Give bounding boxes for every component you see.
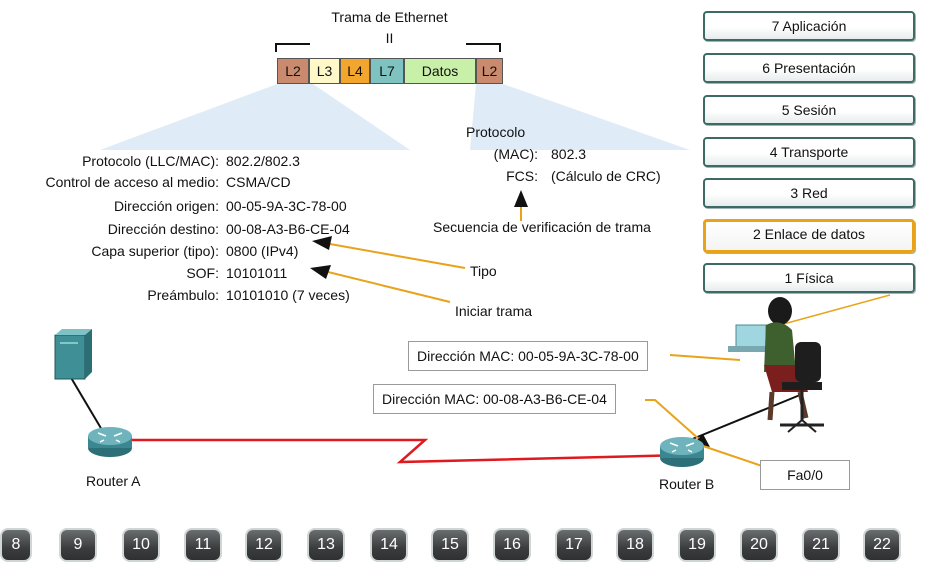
- page-button-11[interactable]: 11: [184, 528, 222, 562]
- field-key: Preámbulo:: [147, 287, 219, 303]
- osi-layer-6[interactable]: 6 Presentación: [703, 53, 915, 83]
- page-button-20[interactable]: 20: [740, 528, 778, 562]
- page-button-10[interactable]: 10: [122, 528, 160, 562]
- fcs-caption: Secuencia de verificación de trama: [433, 219, 651, 235]
- router-a-icon: [88, 427, 132, 457]
- tipo-pointer: [329, 243, 466, 269]
- osi-layer-3[interactable]: 3 Red: [703, 178, 915, 208]
- field-key: Protocolo (LLC/MAC):: [82, 153, 219, 169]
- pc-mac-label: Dirección MAC: 00-05-9A-3C-78-00: [408, 341, 648, 371]
- osi-layer-5[interactable]: 5 Sesión: [703, 95, 915, 125]
- field-key: Control de acceso al medio:: [45, 174, 219, 190]
- page-button-9[interactable]: 9: [59, 528, 97, 562]
- tipo-annotation: Tipo: [470, 263, 497, 279]
- server-icon: [54, 329, 92, 380]
- frame-bracket-right: [466, 43, 501, 52]
- osi-layer-4[interactable]: 4 Transporte: [703, 137, 915, 167]
- frame-cell-l2-trailer: L2: [476, 58, 503, 84]
- trailer-mac-key: (MAC):: [493, 146, 538, 162]
- page-button-22[interactable]: 22: [863, 528, 901, 562]
- osi-layer-2-active[interactable]: 2 Enlace de datos: [703, 219, 915, 253]
- frame-cell-datos: Datos: [404, 58, 476, 84]
- page-button-16[interactable]: 16: [493, 528, 531, 562]
- iniciar-pointer: [327, 271, 451, 303]
- field-key: SOF:: [186, 265, 219, 281]
- field-key: Dirección origen:: [113, 198, 219, 214]
- field-key: Dirección destino:: [107, 221, 219, 237]
- page-button-14[interactable]: 14: [370, 528, 408, 562]
- osi-layer-1[interactable]: 1 Física: [703, 263, 915, 293]
- tipo-arrowhead: [312, 236, 332, 250]
- router-b-icon: [660, 437, 704, 467]
- field-key: Capa superior (tipo):: [91, 243, 219, 259]
- fcs-trailer-beam: [470, 84, 690, 150]
- frame-bracket-left: [275, 43, 310, 52]
- wan-serial-link: [110, 438, 686, 464]
- router-b-mac-pointer: [645, 399, 701, 441]
- field-value: 00-05-9A-3C-78-00: [226, 198, 347, 214]
- router-b-mac-label: Dirección MAC: 00-08-A3-B6-CE-04: [373, 384, 616, 414]
- l2-header-beam: [100, 84, 410, 150]
- field-value: CSMA/CD: [226, 174, 291, 190]
- frame-cell-l2-header: L2: [277, 58, 309, 84]
- trailer-mac-value: 802.3: [551, 146, 587, 162]
- field-value: 0800 (IPv4): [226, 243, 299, 259]
- router-b-to-pc-cable: [689, 394, 801, 441]
- page-button-13[interactable]: 13: [307, 528, 345, 562]
- router-b-label: Router B: [659, 476, 715, 492]
- trailer-fcs-value: (Cálculo de CRC): [551, 168, 661, 184]
- field-value: 10101010 (7 veces): [226, 287, 350, 303]
- page-button-19[interactable]: 19: [678, 528, 716, 562]
- frame-title-ii: II: [385, 30, 394, 46]
- pc-mac-pointer: [669, 354, 741, 361]
- trailer-protocol-label: Protocolo: [466, 124, 526, 140]
- field-value: 802.2/802.3: [226, 153, 300, 169]
- trailer-fcs-key: FCS:: [506, 168, 538, 184]
- page-button-15[interactable]: 15: [431, 528, 469, 562]
- router-a-label: Router A: [86, 473, 141, 489]
- frame-cell-l4: L4: [340, 58, 370, 84]
- page-button-18[interactable]: 18: [616, 528, 654, 562]
- page-button-12[interactable]: 12: [245, 528, 283, 562]
- iniciar-arrowhead: [310, 265, 331, 279]
- fa0-interface-label: Fa0/0: [760, 460, 850, 490]
- frame-cell-l3: L3: [309, 58, 340, 84]
- fcs-arrowhead: [514, 190, 528, 207]
- osi-to-pc-line: [779, 294, 891, 326]
- server-to-router-a-cable: [69, 375, 106, 436]
- user-at-pc-icon: [728, 297, 824, 433]
- frame-title: Trama de Ethernet: [331, 9, 448, 25]
- iniciar-trama-annotation: Iniciar trama: [455, 303, 533, 319]
- page-button-21[interactable]: 21: [802, 528, 840, 562]
- field-value: 00-08-A3-B6-CE-04: [226, 221, 350, 237]
- field-value: 10101011: [226, 265, 288, 281]
- page-button-17[interactable]: 17: [555, 528, 593, 562]
- page-button-8[interactable]: 8: [0, 528, 32, 562]
- frame-cell-l7: L7: [370, 58, 404, 84]
- osi-layer-7[interactable]: 7 Aplicación: [703, 11, 915, 41]
